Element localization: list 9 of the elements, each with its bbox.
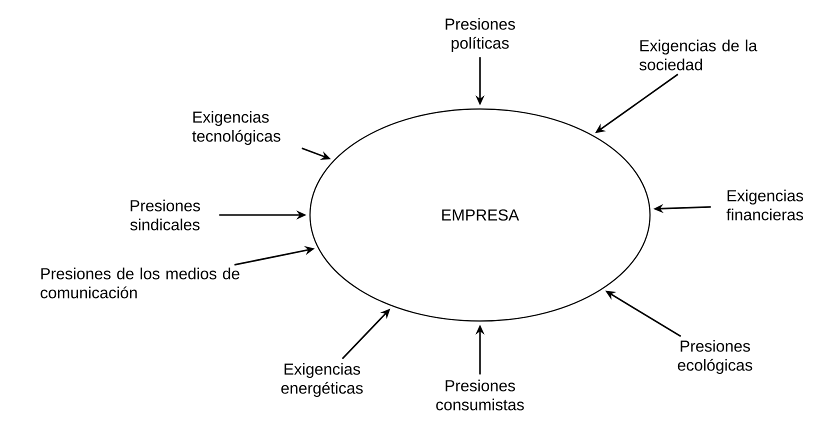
label-text: Exigencias de la sociedad (639, 40, 758, 70)
label-text: Presiones sindicales (130, 200, 200, 230)
label-text: Exigencias tecnológicas (192, 111, 280, 145)
label-text: Presiones ecológicas (678, 340, 752, 374)
label-text: Presiones de los medios de comunicación (40, 268, 240, 298)
label-text: Exigencias energéticas (281, 363, 363, 397)
label-text: Exigencias financieras (726, 190, 804, 220)
label-text: Presiones políticas (446, 18, 515, 52)
label-text: Presiones consumistas (436, 380, 524, 410)
